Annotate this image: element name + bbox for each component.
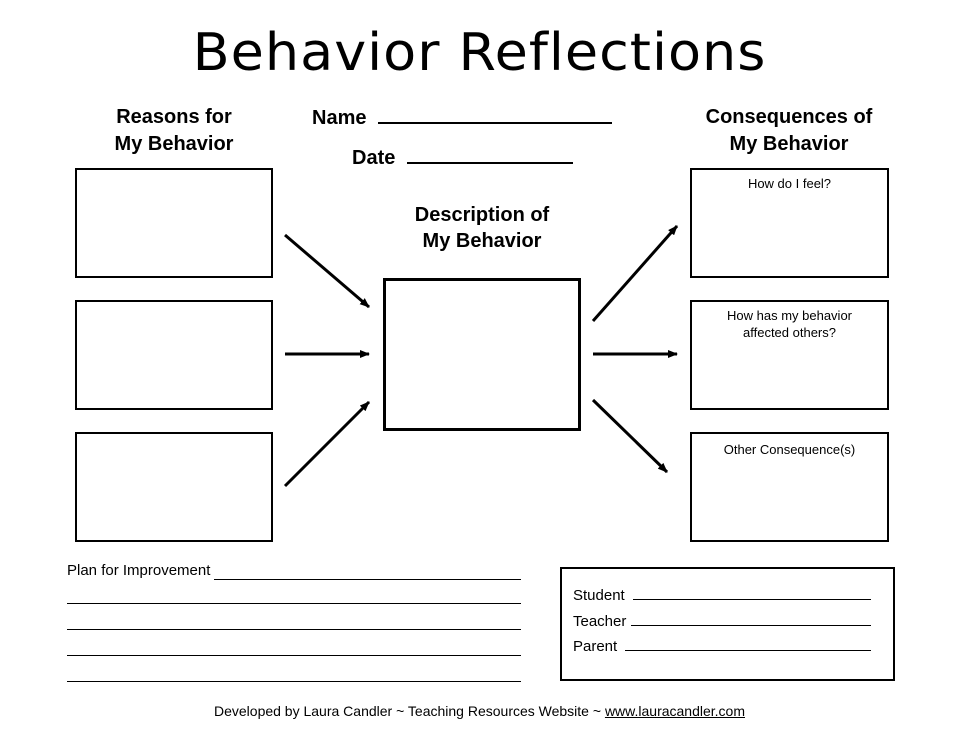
teacher-label: Teacher [573, 613, 627, 630]
footer-text: Developed by Laura Candler ~ Teaching Re… [213, 703, 602, 719]
consequence-box-other-caption: Other Consequence(s) [692, 434, 887, 458]
caption-line: How has my behavior [727, 308, 852, 323]
reason-box-1[interactable] [75, 168, 273, 278]
arrow-consequence-3 [591, 398, 669, 474]
caption-line: Other Consequence(s) [723, 442, 856, 457]
reason-box-3[interactable] [75, 432, 273, 542]
reasons-heading: Reasons for My Behavior [75, 104, 273, 158]
arrow-consequence-1 [591, 225, 679, 322]
arrow-reason-1 [284, 233, 370, 309]
plan-line-4[interactable] [67, 640, 521, 656]
consequence-box-feel[interactable]: How do I feel? [690, 168, 889, 278]
consequence-box-others-caption: How has my behavior affected others? [692, 302, 887, 341]
parent-row: Parent [573, 635, 872, 656]
consequence-box-feel-caption: How do I feel? [692, 170, 887, 192]
footer: Developed by Laura Candler ~ Teaching Re… [0, 702, 959, 720]
reasons-heading-line2: My Behavior [114, 133, 234, 155]
student-label: Student [573, 587, 625, 604]
teacher-signature-line[interactable] [630, 610, 871, 626]
name-line[interactable] [378, 102, 613, 124]
description-heading-line2: My Behavior [422, 230, 542, 252]
caption-line: affected others? [743, 325, 836, 340]
page-title: Behavior Reflections [192, 22, 767, 83]
parent-signature-line[interactable] [625, 635, 872, 651]
consequence-box-others[interactable]: How has my behavior affected others? [690, 300, 889, 410]
arrow-reason-3 [283, 400, 371, 488]
signatures-box: Student Teacher Parent [560, 567, 895, 681]
date-line[interactable] [406, 142, 573, 164]
reasons-heading-line1: Reasons for [116, 106, 232, 128]
description-box[interactable] [383, 278, 581, 431]
parent-label: Parent [573, 638, 618, 655]
plan-line-3[interactable] [67, 614, 521, 630]
student-signature-line[interactable] [632, 584, 871, 600]
footer-link[interactable]: www.lauracandler.com [604, 703, 745, 719]
plan-label: Plan for Improvement [67, 562, 211, 579]
date-field: Date [352, 142, 573, 170]
plan-for-improvement: Plan for Improvement [67, 562, 521, 580]
reason-box-2[interactable] [75, 300, 273, 410]
name-field: Name [312, 102, 613, 130]
plan-line-5[interactable] [67, 666, 521, 682]
consequences-heading: Consequences of My Behavior [690, 104, 888, 158]
consequence-box-other[interactable]: Other Consequence(s) [690, 432, 889, 542]
consequences-heading-line2: My Behavior [729, 133, 849, 155]
date-label: Date [352, 147, 396, 169]
description-heading-line1: Description of [414, 204, 550, 226]
student-row: Student [573, 584, 871, 605]
plan-line-2[interactable] [67, 588, 521, 604]
plan-first-row: Plan for Improvement [67, 562, 521, 580]
consequences-heading-line1: Consequences of [705, 106, 873, 128]
teacher-row: Teacher [573, 610, 871, 631]
plan-line-1[interactable] [214, 565, 521, 580]
caption-line: How do I feel? [747, 176, 832, 191]
name-label: Name [312, 107, 367, 129]
description-heading: Description of My Behavior [382, 202, 582, 254]
